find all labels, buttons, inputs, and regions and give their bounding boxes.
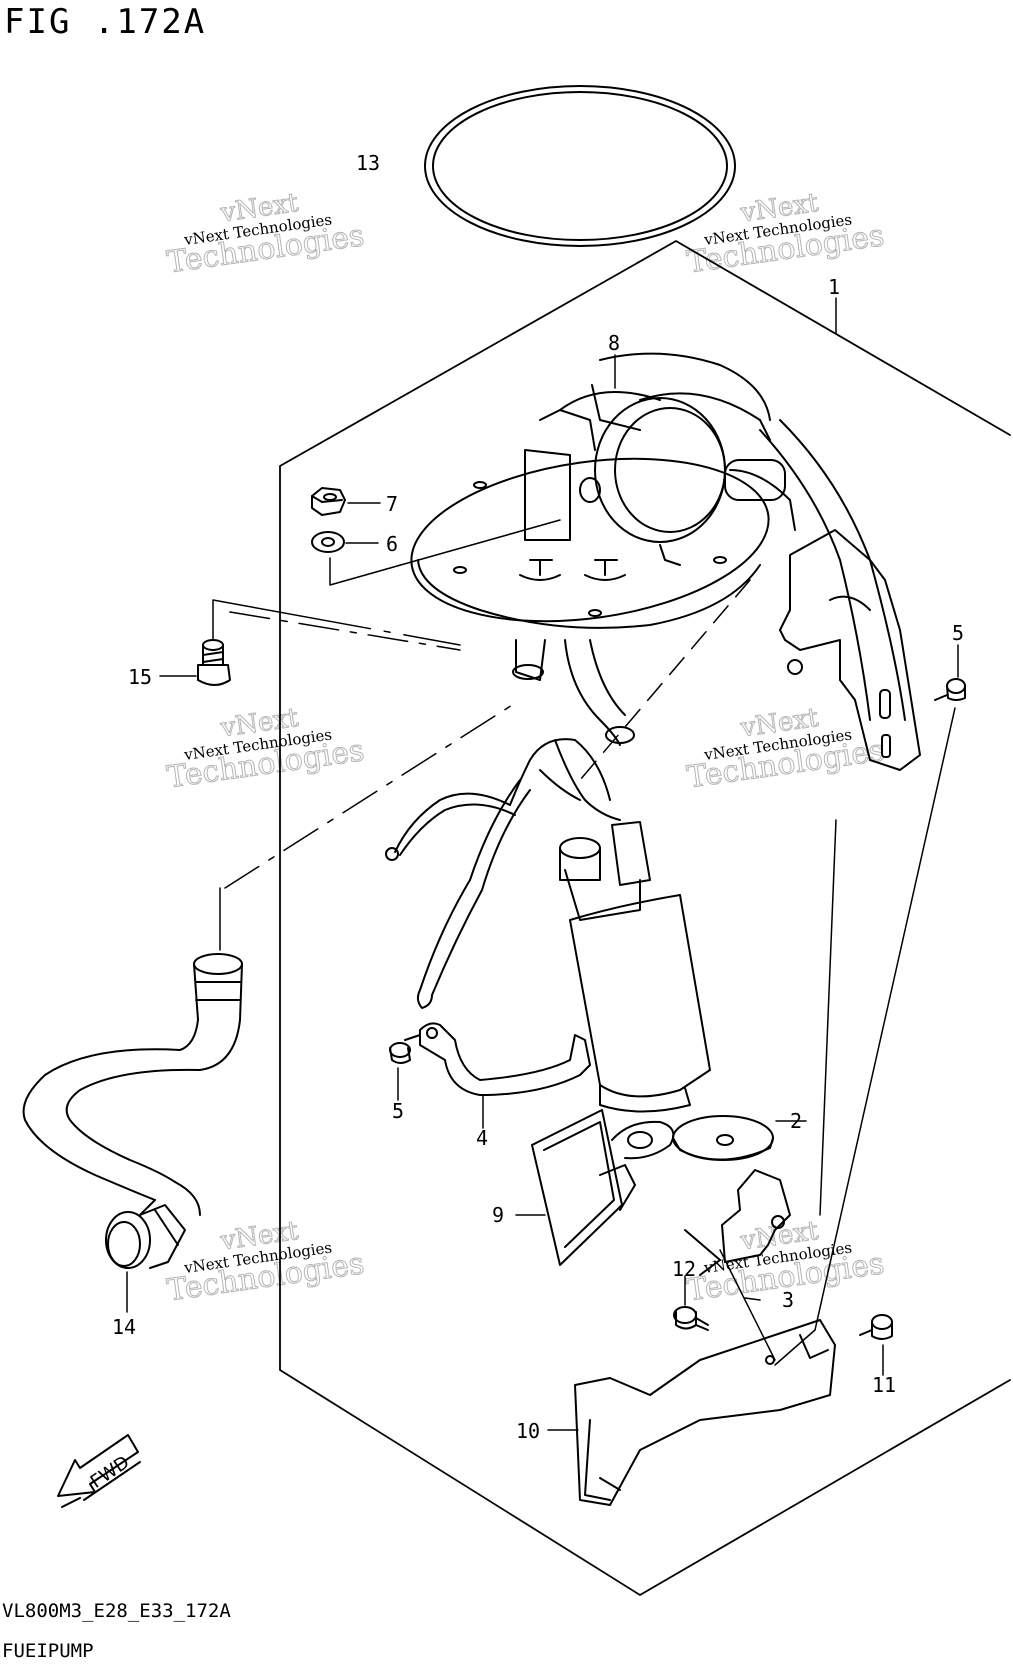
dash-guide [224,699,521,889]
callout-11: 11 [872,1373,896,1397]
callout-3: 3 [782,1288,794,1312]
callout-15: 15 [128,665,152,689]
leader-line [819,819,837,1216]
callout-10: 10 [516,1419,540,1443]
watermark: vNext Technologies vNext Technologies [164,1215,366,1309]
callout-2: 2 [790,1109,802,1133]
model-code: VL800M3_E28_E33_172A [2,1600,231,1622]
callout-4: 4 [476,1126,488,1150]
hose-part-14 [22,953,243,1269]
callout-6: 6 [386,532,398,556]
washer-part-6 [311,531,345,553]
callout-5b: 5 [392,1099,404,1123]
fwd-arrow-icon: FWD [57,1434,141,1508]
leader-line [774,1329,816,1366]
bolt-part-15 [197,639,231,686]
callout-labels: 1 8 13 7 6 15 5 5 4 2 9 12 3 14 11 10 [112,151,964,1443]
nut-part-7 [311,487,346,516]
callout-5a: 5 [952,621,964,645]
guard-part-10 [574,1319,836,1506]
clamp-part-4 [419,1022,591,1096]
leader-line [814,707,956,1331]
callout-1: 1 [828,275,840,299]
leader-line [719,1249,776,1361]
bracket-part-3 [684,1169,791,1276]
leader-line [212,599,461,646]
suction-pipe [512,639,635,746]
regulator-part-8 [519,352,796,581]
callout-7: 7 [386,492,398,516]
watermark-group: vNext Technologies vNext Technologies vN… [164,187,886,1309]
watermark: vNext Technologies vNext Technologies [164,187,366,281]
dash-guide [579,579,751,781]
leader-line [329,519,561,586]
holder-part-2 [672,1115,774,1161]
callout-9: 9 [492,1203,504,1227]
watermark: vNext Technologies vNext Technologies [684,187,886,281]
leader-line [744,1297,761,1301]
bolt-part-11 [859,1314,893,1340]
bolt-part-12 [673,1306,709,1331]
right-bracket [779,529,921,771]
watermark: vNext Technologies vNext Technologies [684,702,886,796]
callout-13: 13 [356,151,380,175]
watermark: vNext Technologies vNext Technologies [164,702,366,796]
assembly-boundary [279,240,1011,1596]
pump-flange-plate [410,457,770,629]
o-ring-part-13 [424,85,736,247]
part-name: FUEIPUMP [2,1640,94,1662]
callout-8: 8 [608,331,620,355]
strainer-part-9 [531,1109,675,1266]
fuel-pump-body [559,821,711,1113]
callout-14: 14 [112,1315,136,1339]
dash-guide [229,611,461,651]
figure-label: FIG .172A [4,2,207,42]
bolt-part-5-lower [389,1034,421,1064]
callout-12: 12 [672,1257,696,1281]
wire-harness [385,738,621,1009]
bolt-part-5-upper [934,678,966,701]
